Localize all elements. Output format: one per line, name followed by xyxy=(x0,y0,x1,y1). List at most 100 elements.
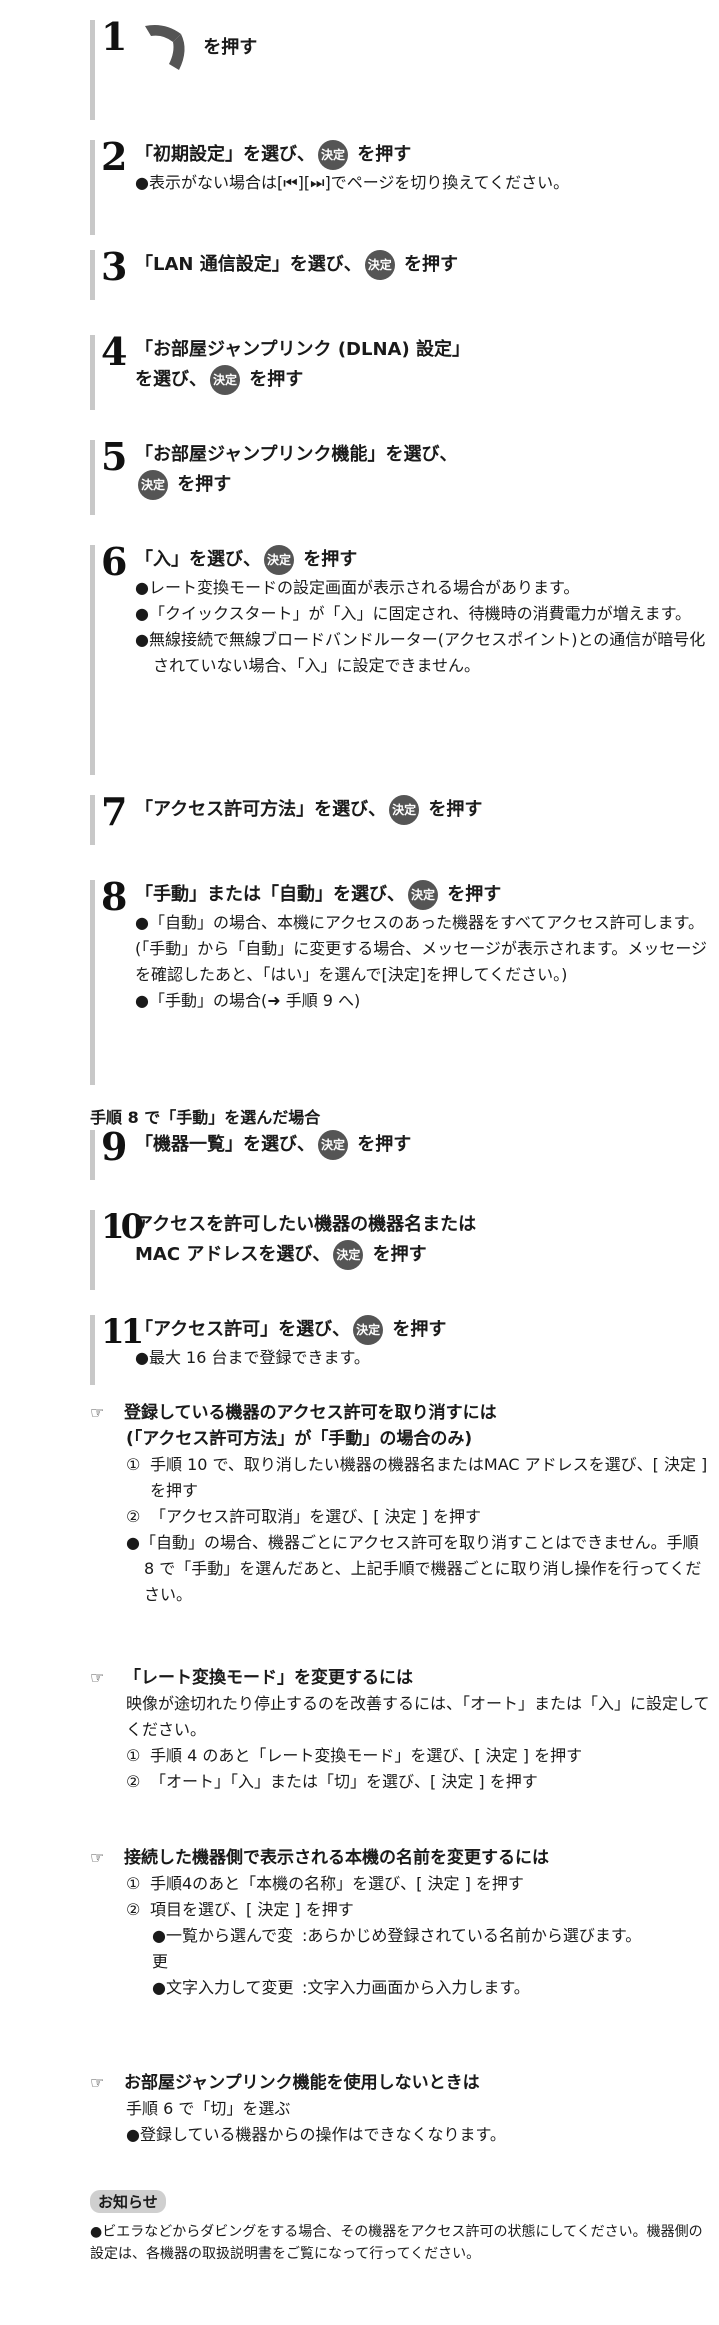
step-number: 1 xyxy=(101,14,128,59)
step-text: 「アクセス許可」を選び、 xyxy=(135,1319,351,1340)
step-note: ●「手動」の場合(➜ 手順 9 へ) xyxy=(135,991,361,1010)
notice-text: ●ビエラなどからダビングをする場合、その機器をアクセス許可の状態にしてください。… xyxy=(90,2224,703,2262)
tip-step-number: ② xyxy=(126,1507,141,1526)
pointing-hand-icon: ☞ xyxy=(90,1403,105,1422)
step-heading-line: MAC アドレスを選び、決定 を押す xyxy=(135,1240,710,1270)
step-body: 「機器一覧」を選び、決定 を押す xyxy=(135,1130,710,1160)
enter-key-icon: 決定 xyxy=(364,250,395,280)
step-body: 「入」を選び、決定 を押す●レート変換モードの設定画面が表示される場合があります… xyxy=(135,545,710,679)
step-heading: 「アクセス許可」を選び、決定 を押す xyxy=(135,1315,710,1345)
step-body: 「アクセス許可」を選び、決定 を押す●最大 16 台まで登録できます。 xyxy=(135,1315,710,1371)
step-2: 2「初期設定」を選び、決定 を押す●表示がない場合は[⏮][⏭]でページを切り換… xyxy=(90,134,710,235)
tip-step-number: ① xyxy=(126,1874,141,1893)
step-body: 「お部屋ジャンプリンク (DLNA) 設定」を選び、決定 を押す xyxy=(135,335,710,395)
menu-list-icon: 操作一覧 xyxy=(135,20,191,76)
step-body: 「初期設定」を選び、決定 を押す ●表示がない場合は[⏮][⏭]でページを切り換え… xyxy=(135,140,710,196)
tip-option-value: :文字入力画面から入力します。 xyxy=(302,1978,530,1997)
step-number: 2 xyxy=(101,134,128,179)
step-heading-line: アクセスを許可したい機器の機器名または xyxy=(135,1210,710,1240)
step-heading: 「LAN 通信設定」を選び、決定 を押す xyxy=(135,250,710,280)
tip-title: ☞登録している機器のアクセス許可を取り消すには xyxy=(90,1400,710,1426)
step-number: 3 xyxy=(101,244,128,289)
enter-key-icon: 決定 xyxy=(264,545,294,575)
tip-title-text: お部屋ジャンプリンク機能を使用しないときは xyxy=(124,2073,480,2093)
step-number: 11 xyxy=(101,1312,144,1352)
step-note: ●レート変換モードの設定画面が表示される場合があります。 xyxy=(135,578,580,597)
step-note: ●表示がない場合は[⏮][⏭]でページを切り換えてください。 xyxy=(135,173,570,192)
step-heading-line: 「お部屋ジャンプリンク機能」を選び、 xyxy=(135,440,710,470)
enter-key-icon: 決定 xyxy=(408,880,438,910)
enter-key-icon: 決定 xyxy=(389,795,420,825)
step-bar xyxy=(90,795,95,845)
tip-step-text: 手順 4 のあと「レート変換モード」を選び、[ 決定 ] を押す xyxy=(150,1746,583,1765)
enter-key-icon: 決定 xyxy=(353,1315,384,1345)
step-text: を選び、 xyxy=(135,369,207,390)
step-number: 7 xyxy=(101,789,128,834)
tip-option: ●文字入力して変更:文字入力画面から入力します。 xyxy=(90,1975,710,2001)
step-1: 1操作一覧 を押す xyxy=(90,14,710,120)
step-text: アクセスを許可したい機器の機器名または xyxy=(135,1214,477,1235)
step-heading-line: を選び、決定 を押す xyxy=(135,365,710,395)
menu-list-icon-label: 操作一覧 xyxy=(191,20,192,21)
step-9: 9「機器一覧」を選び、決定 を押す xyxy=(90,1124,710,1180)
step-number: 5 xyxy=(101,434,128,479)
step-bar xyxy=(90,335,95,410)
step-8: 8「手動」または「自動」を選び、決定 を押す●「自動」の場合、本機にアクセスのあ… xyxy=(90,874,710,1085)
tip-section: ☞登録している機器のアクセス許可を取り消すには (「アクセス許可方法」が「手動」の… xyxy=(90,1400,710,1608)
tip-step-number: ① xyxy=(126,1746,141,1765)
tip-title: ☞ お部屋ジャンプリンク機能を使用しないときは xyxy=(90,2070,710,2096)
step-text: を押す xyxy=(422,799,483,820)
step-body: 「アクセス許可方法」を選び、決定 を押す xyxy=(135,795,710,825)
tip-subtitle: (「アクセス許可方法」が「手動」の場合のみ) xyxy=(126,1429,473,1449)
tip-step: ① 手順4のあと「本機の名称」を選び、[ 決定 ] を押す xyxy=(90,1871,710,1897)
step-note: ●「クイックスタート」が「入」に固定され、待機時の消費電力が増えます。 xyxy=(135,604,692,623)
tip-title: ☞「レート変換モード」を変更するには xyxy=(90,1665,710,1691)
step-4: 4「お部屋ジャンプリンク (DLNA) 設定」を選び、決定 を押す xyxy=(90,329,710,410)
step-body: 「LAN 通信設定」を選び、決定 を押す xyxy=(135,250,710,280)
step-text: を押す xyxy=(366,1244,427,1265)
step-11: 11「アクセス許可」を選び、決定 を押す●最大 16 台まで登録できます。 xyxy=(90,1312,710,1385)
step-text: 「お部屋ジャンプリンク (DLNA) 設定」 xyxy=(135,339,470,360)
step-heading: 「アクセス許可方法」を選び、決定 を押す xyxy=(135,795,710,825)
step-bar xyxy=(90,1130,95,1180)
step8-manual-label: 手順 8 で「手動」を選んだ場合 xyxy=(90,1108,321,1127)
tip-option-key: ●一覧から選んで変更 xyxy=(152,1926,294,1971)
notice-title: お知らせ xyxy=(90,2190,166,2213)
step-text: 「LAN 通信設定」を選び、 xyxy=(135,254,362,275)
enter-key-icon: 決定 xyxy=(138,470,168,500)
tip-step-text: 「オート」「入」または「切」を選び、[ 決定 ] を押す xyxy=(150,1772,538,1791)
step-number: 4 xyxy=(101,329,128,374)
step-bar xyxy=(90,1210,95,1290)
tip-section: ☞ お部屋ジャンプリンク機能を使用しないときは手順 6 で「切」を選ぶ ●登録してい… xyxy=(90,2070,710,2148)
step-heading: 「手動」または「自動」を選び、決定 を押す xyxy=(135,880,710,910)
tip-bullet: ●登録している機器からの操作はできなくなります。 xyxy=(126,2125,506,2144)
step-text: 「手動」または「自動」を選び、 xyxy=(135,884,405,905)
tip-step: ② 「アクセス許可取消」を選び、[ 決定 ] を押す xyxy=(90,1504,710,1530)
pointing-hand-icon: ☞ xyxy=(90,2073,105,2092)
step-number: 9 xyxy=(101,1124,128,1169)
tip-section: ☞「レート変換モード」を変更するには映像が途切れたり停止するのを改善するには、「… xyxy=(90,1665,710,1795)
step-heading-line: 決定 を押す xyxy=(135,470,710,500)
tip-intro: 手順 6 で「切」を選ぶ xyxy=(126,2099,291,2118)
tip-step-text: 「アクセス許可取消」を選び、[ 決定 ] を押す xyxy=(150,1507,481,1526)
step-text: を押す xyxy=(351,144,412,165)
step-heading: 操作一覧 を押す xyxy=(135,20,710,76)
step-text: を押す xyxy=(171,474,232,495)
step-text: 「入」を選び、 xyxy=(135,549,261,570)
enter-key-icon: 決定 xyxy=(318,1130,348,1160)
step-heading: 「機器一覧」を選び、決定 を押す xyxy=(135,1130,710,1160)
step-note: (「手動」から「自動」に変更する場合、メッセージが表示されます。メッセージを確認… xyxy=(135,939,708,984)
enter-key-icon: 決定 xyxy=(318,140,348,170)
step-number: 6 xyxy=(101,539,128,584)
step-number: 10 xyxy=(101,1207,144,1247)
step-body: 「手動」または「自動」を選び、決定 を押す●「自動」の場合、本機にアクセスのあっ… xyxy=(135,880,710,1014)
step-text: を押す xyxy=(386,1319,447,1340)
tip-step-number: ① xyxy=(126,1455,141,1474)
step-heading-line: 「お部屋ジャンプリンク (DLNA) 設定」 xyxy=(135,335,710,365)
notice-section: お知らせ ●ビエラなどからダビングをする場合、その機器をアクセス許可の状態にして… xyxy=(90,2190,710,2265)
enter-key-icon: 決定 xyxy=(210,365,240,395)
tip-step-text: 手順4のあと「本機の名称」を選び、[ 決定 ] を押す xyxy=(150,1874,524,1893)
step-text: 「初期設定」を選び、 xyxy=(135,144,315,165)
step-heading: 「初期設定」を選び、決定 を押す xyxy=(135,140,710,170)
